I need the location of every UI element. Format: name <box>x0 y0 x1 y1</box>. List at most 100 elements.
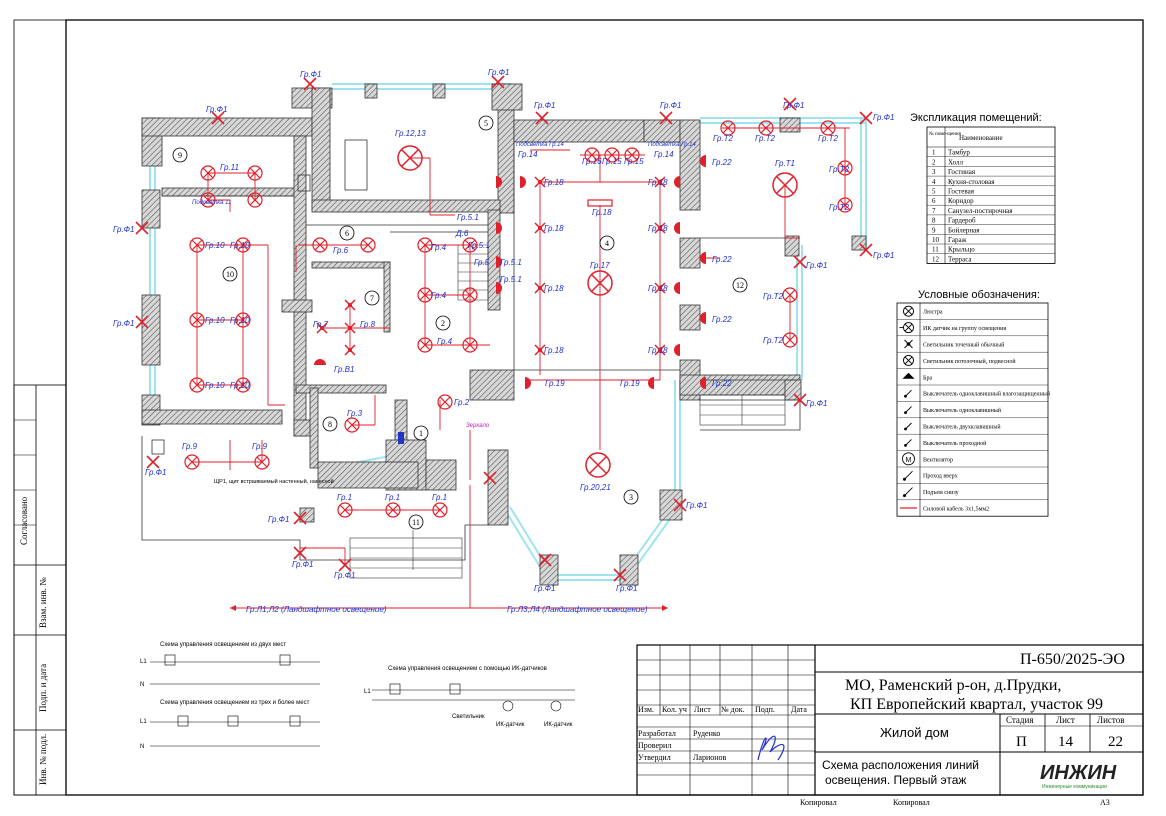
fixtures <box>135 75 873 582</box>
svg-text:Инженерные коммуникации: Инженерные коммуникации <box>1042 784 1107 790</box>
explication-row-no: 7 <box>932 207 936 215</box>
sconce <box>496 222 502 234</box>
riser-up-icon <box>903 470 913 481</box>
group-label: Подсветка Гр.14 <box>516 142 564 148</box>
explication-row-name: Гараж <box>948 236 967 244</box>
group-label: Гр.Ф1 <box>660 101 681 110</box>
stamp-address-2: КП Европейский квартал, участок 99 <box>850 696 1103 713</box>
landscape-line-label: Гр.Л3,Л4 (Ландшафтное освещение) <box>507 605 648 614</box>
switch-double-icon <box>904 422 912 431</box>
room-number-11: 11 <box>412 518 420 527</box>
group-label: Гр.Т2 <box>829 203 850 212</box>
group-label: Гр.4 <box>431 291 447 300</box>
group-label: Гр.10 <box>205 381 225 390</box>
group-label: Гр.11 <box>220 163 239 172</box>
legend-item-text: Бра <box>923 375 932 381</box>
group-label: Гр.10 <box>230 381 250 390</box>
electrical-panel <box>398 432 404 444</box>
sconce <box>314 359 326 365</box>
group-label: Гр.5.1 <box>457 213 479 222</box>
legend-item-text: ИК датчик на группу освещения <box>923 326 1006 332</box>
group-label: Гр.Т2 <box>763 292 784 301</box>
group-label: Гр.18 <box>544 224 564 233</box>
sconce <box>674 176 680 188</box>
group-label: Гр.22 <box>712 315 732 324</box>
group-label: Гр.18 <box>544 284 564 293</box>
switch-single-waterproof-icon <box>904 389 912 398</box>
scheme-l1-c: L1 <box>364 689 371 695</box>
stamp-sheets: 22 <box>1108 734 1123 750</box>
group-label: Гр.18 <box>648 224 668 233</box>
stamp-r-dev: Разработал <box>638 729 676 738</box>
room-number-7: 7 <box>370 294 374 303</box>
explication-row-name: Коридор <box>948 197 974 205</box>
group-label: Гр.5 <box>474 258 490 267</box>
group-label: Гр.Ф1 <box>783 101 804 110</box>
stamp-stage: П <box>1016 734 1027 750</box>
group-label: Гр.Ф1 <box>206 105 227 114</box>
group-label: Гр.Ф1 <box>873 113 894 122</box>
group-label: Гр.Ф1 <box>113 319 134 328</box>
legend-item-text: Выключатель одноклавишный <box>923 407 1002 414</box>
stamp-code: П-650/2025-ЭО <box>1020 651 1125 668</box>
stamp-r-chk: Проверил <box>638 741 671 750</box>
side-inv-replace: Взам. инв. № <box>38 577 48 628</box>
legend-item-text: Выключатель проходной <box>923 440 987 447</box>
wiring <box>192 127 850 609</box>
side-sign-date: Подп. и дата <box>38 664 48 712</box>
explication-row-no: 12 <box>932 255 940 263</box>
group-label: Гр.15 <box>602 157 622 166</box>
legend-item-text: Подъем снизу <box>923 490 959 496</box>
room-number-8: 8 <box>328 420 332 429</box>
group-label: Гр.1 <box>432 493 447 502</box>
group-label: Гр.16 <box>582 157 602 166</box>
stamp-h-list: Лист <box>694 705 711 714</box>
room-number-9: 9 <box>178 151 182 160</box>
group-label: Гр.Ф1 <box>113 225 134 234</box>
group-label: Гр.8 <box>360 320 376 329</box>
stamp-h-doc: № док. <box>721 705 745 714</box>
explication-row-name: Кухня-столовая <box>948 178 995 186</box>
floor-plan: 9 10 6 7 2 8 1 5 4 3 12 11 Гр.Ф1 <box>113 68 894 614</box>
legend-item-text: Проход вверх <box>923 474 958 480</box>
room-number-3: 3 <box>629 493 633 502</box>
explication-row-name: Тамбур <box>948 149 970 157</box>
explication-row-name: Гостиная <box>948 168 976 176</box>
group-label: Гр.18 <box>648 284 668 293</box>
group-label: Гр.Ф1 <box>806 261 827 270</box>
scheme-ik2-label: ИК-датчик <box>544 722 573 728</box>
explication-row-name: Санузел-постирочная <box>948 207 1013 215</box>
group-label: Гр.17 <box>590 261 610 270</box>
stamp-title-1: Схема расположения линий <box>822 758 979 772</box>
legend-item-text: Люстра <box>923 310 943 316</box>
panel-note: ЩР1, щит встраиваемый настенный, навесно… <box>214 478 334 485</box>
svg-text:M: M <box>906 457 912 464</box>
stamp-h-kol: Кол. уч <box>662 705 687 714</box>
explication-row-no: 8 <box>932 217 936 225</box>
sconce <box>525 377 531 389</box>
scheme-ik1-label: ИК-датчик <box>496 722 525 728</box>
group-label: Гр.14 <box>518 150 538 159</box>
stamp-h-podp: Подп. <box>755 705 775 714</box>
legend-item-text: Вентилятор <box>923 457 953 463</box>
side-agreed: Согласовано <box>19 496 29 545</box>
stamp-h-izm: Изм. <box>638 705 654 714</box>
chandelier-icon <box>903 305 914 317</box>
group-label: Гр.Т2 <box>818 134 839 143</box>
walls <box>141 83 867 586</box>
scheme-two-places-title: Схема управления освещением из двух мест <box>160 642 286 648</box>
scheme-l1: L1 <box>140 659 147 665</box>
facade-light <box>146 455 160 469</box>
explication-row-no: 3 <box>932 168 936 176</box>
legend-item-text: Светильник потолочный, подвесной <box>923 358 1016 365</box>
group-label: Гр.3 <box>347 409 363 418</box>
explication-col-no: № поме-щения <box>929 131 962 137</box>
stamp-address-1: МО, Раменский р-он, д.Прудки, <box>845 677 1061 694</box>
group-label: Гр.Т2 <box>713 134 734 143</box>
group-label: Гр.Ф1 <box>488 68 509 77</box>
sconce <box>674 282 680 294</box>
stamp-sheets-header: Листов <box>1097 715 1124 725</box>
group-label: Гр.Ф1 <box>145 468 166 477</box>
